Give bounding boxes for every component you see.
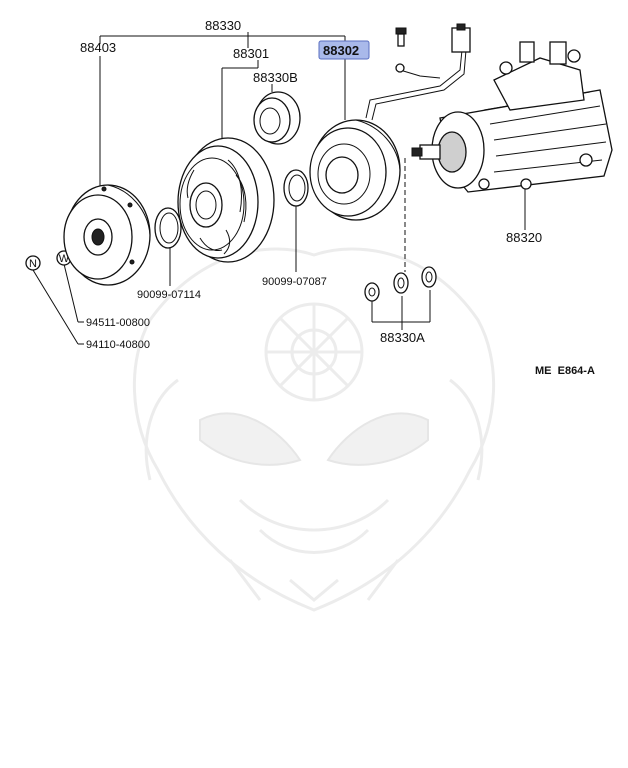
wire-harness bbox=[365, 23, 471, 121]
label-assembly: 88330 bbox=[205, 18, 241, 33]
label-pulley-hub: 88403 bbox=[80, 40, 116, 55]
nut-letter: N bbox=[29, 258, 37, 270]
label-shims: 88330A bbox=[380, 330, 425, 345]
label-snap-ring-inner: 90099-07087 bbox=[262, 276, 327, 288]
shims-part bbox=[364, 266, 437, 302]
nut-bubble: N bbox=[25, 255, 41, 271]
highlight-box bbox=[318, 40, 370, 60]
diagram-id: ME E864-A bbox=[535, 365, 595, 377]
label-bearing: 88330B bbox=[253, 70, 298, 85]
label-washer-code: 94511-00800 bbox=[86, 317, 150, 329]
screw-part bbox=[395, 27, 407, 47]
snap-ring-outer-part bbox=[154, 207, 182, 249]
label-stator: 88302 bbox=[323, 43, 359, 58]
snap-ring-inner-part bbox=[283, 169, 309, 207]
pulley-hub-part bbox=[63, 184, 151, 286]
leader-lines bbox=[32, 32, 526, 345]
label-compressor: 88320 bbox=[506, 230, 542, 245]
watermark-logo bbox=[132, 247, 496, 612]
label-pulley-assembly: 88301 bbox=[233, 46, 269, 61]
compressor-part bbox=[411, 41, 613, 193]
label-snap-ring-outer: 90099-07114 bbox=[137, 289, 201, 301]
stator-part bbox=[309, 119, 401, 221]
pulley-assembly-part bbox=[177, 137, 275, 263]
label-nut-code: 94110-40800 bbox=[86, 339, 150, 351]
washer-letter: W bbox=[59, 253, 70, 265]
bearing-part bbox=[253, 91, 301, 145]
